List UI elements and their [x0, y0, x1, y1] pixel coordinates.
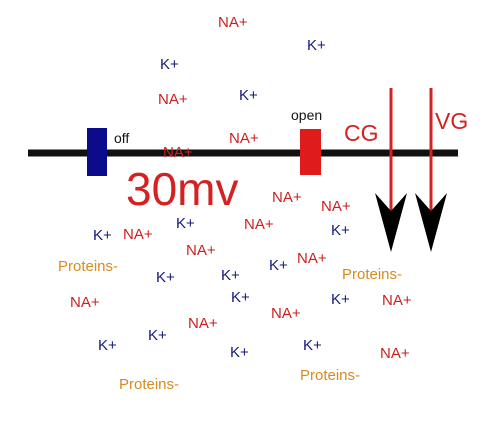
cg-label: CG: [344, 120, 379, 146]
na-ion: NA+: [188, 315, 218, 332]
protein-ion: Proteins-: [300, 367, 361, 384]
cg-arrow-head: [375, 193, 407, 252]
protein-ion: Proteins-: [119, 376, 180, 393]
k-ion: K+: [160, 56, 179, 73]
open-channel-label: open: [291, 107, 323, 123]
k-ion: K+: [148, 327, 167, 344]
k-ion: K+: [269, 257, 288, 274]
na-ion: NA+: [272, 189, 302, 206]
k-ion: K+: [176, 215, 195, 232]
k-ion: K+: [156, 269, 175, 286]
na-ion: NA+: [158, 91, 188, 108]
na-ion: NA+: [163, 144, 193, 161]
na-ion: NA+: [229, 130, 259, 147]
closed-channel: [87, 128, 107, 176]
k-ion: K+: [230, 344, 249, 361]
k-ion: K+: [331, 222, 350, 239]
na-ion: NA+: [186, 242, 216, 259]
k-ion: K+: [98, 337, 117, 354]
k-ion: K+: [231, 289, 250, 306]
vg-arrow-head: [415, 193, 447, 252]
protein-ion: Proteins-: [342, 266, 403, 283]
closed-channel-label: off: [114, 130, 130, 146]
na-ion: NA+: [123, 226, 153, 243]
k-ion: K+: [221, 267, 240, 284]
k-ion: K+: [307, 37, 326, 54]
k-ion: K+: [93, 227, 112, 244]
na-ion: NA+: [321, 198, 351, 215]
k-ion: K+: [331, 291, 350, 308]
open-channel: [300, 129, 321, 175]
na-ion: NA+: [297, 250, 327, 267]
na-ion: NA+: [70, 294, 100, 311]
na-ion: NA+: [380, 345, 410, 362]
na-ion: NA+: [271, 305, 301, 322]
na-ion: NA+: [218, 14, 248, 31]
vg-label: VG: [435, 108, 469, 134]
protein-ion: Proteins-: [58, 258, 119, 275]
voltage-label: 30mv: [126, 163, 239, 215]
na-ion: NA+: [382, 292, 412, 309]
k-ion: K+: [239, 87, 258, 104]
k-ion: K+: [303, 337, 322, 354]
na-ion: NA+: [244, 216, 274, 233]
